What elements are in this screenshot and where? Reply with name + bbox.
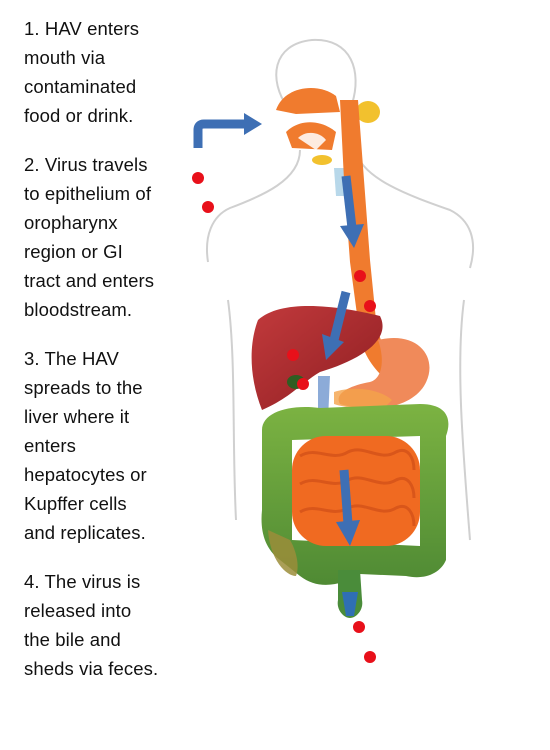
esophagus [340,100,400,378]
virus-dot-icon [202,201,214,213]
arrow-intestine-down-icon [336,469,360,546]
virus-dot-icon [364,300,376,312]
liver [251,305,383,410]
oral-cavity [276,87,380,196]
virus-dot-icon [353,621,365,633]
virus-dot-icon [354,270,366,282]
virus-particles [192,172,376,663]
virus-dot-icon [287,349,299,361]
arrow-to-liver-icon [322,290,351,360]
salivary-gland [356,101,380,123]
arrow-esophagus-down-icon [340,175,364,248]
step-arrows [193,113,364,546]
virus-dot-icon [297,378,309,390]
virus-dot-icon [192,172,204,184]
step-4-text: 4. The virus is released into the bile a… [24,571,159,679]
step-list: 1. HAV enters mouth via contaminated foo… [24,14,199,703]
body-outline [206,38,475,541]
step-3-text: 3. The HAV spreads to the liver where it… [24,348,147,543]
step-2-text: 2. Virus travels to epithelium of oropha… [24,154,155,320]
large-intestine [261,404,449,585]
step-1-text: 1. HAV enters mouth via contaminated foo… [24,18,140,126]
small-intestine [292,436,420,546]
virus-dot-icon [364,651,376,663]
arrow-mouth-entry-icon [193,113,262,148]
